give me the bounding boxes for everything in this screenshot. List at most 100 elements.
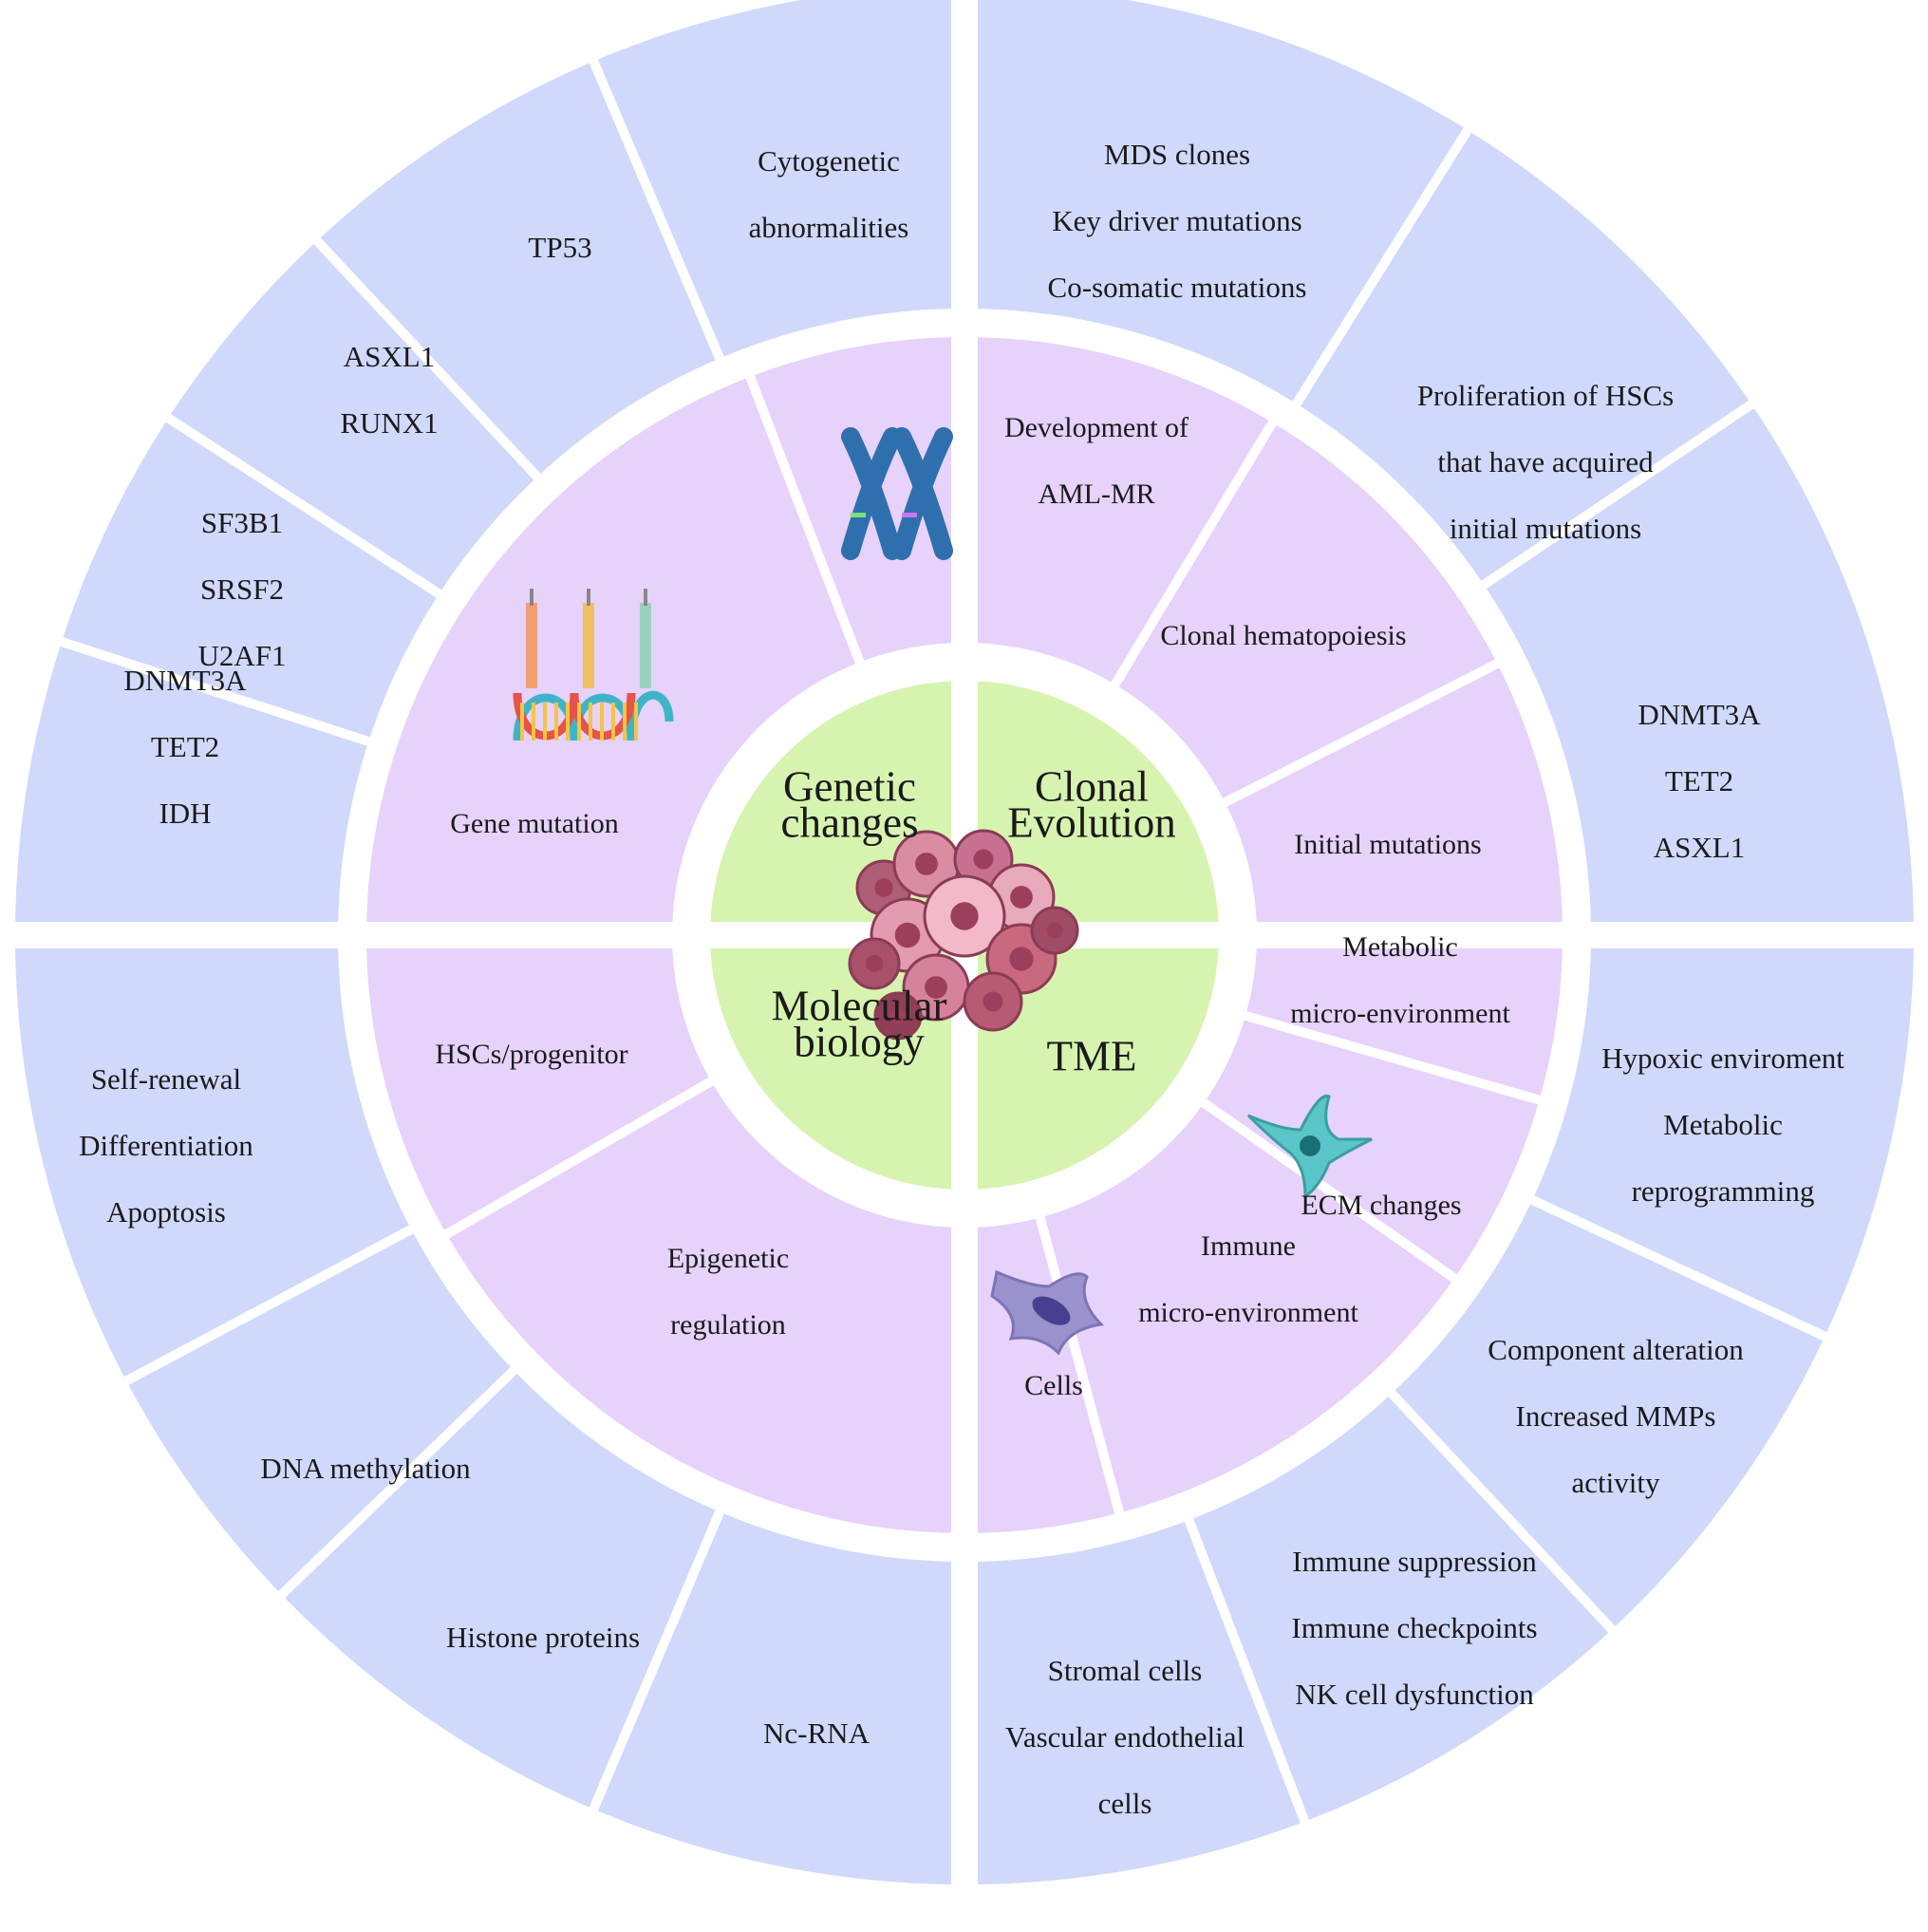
outer-label-line: that have acquired bbox=[1437, 445, 1654, 478]
middle-label: Development of AML-MR bbox=[1004, 412, 1189, 510]
outer-label-line: RUNX1 bbox=[340, 406, 438, 440]
fibroblast-icon bbox=[1246, 1094, 1373, 1199]
core-label-line: TME bbox=[1047, 1032, 1137, 1079]
outer-segment bbox=[1484, 403, 1914, 935]
outer-label-line: DNA methylation bbox=[260, 1452, 471, 1485]
segment-divider bbox=[1035, 1214, 1125, 1516]
outer-label-line: initial mutations bbox=[1450, 512, 1641, 545]
outer-label-line: TET2 bbox=[151, 730, 219, 763]
middle-label-line: regulation bbox=[670, 1309, 786, 1341]
core-label-line: Molecular bbox=[772, 982, 947, 1029]
outer-label-line: Co-somatic mutations bbox=[1048, 271, 1307, 304]
middle-label-line: Gene mutation bbox=[450, 808, 618, 839]
middle-label: Cells bbox=[1024, 1370, 1083, 1401]
middle-segment bbox=[1245, 935, 1563, 1100]
segment-divider bbox=[310, 234, 542, 482]
middle-label-line: Development of bbox=[1004, 412, 1189, 443]
middle-segment bbox=[1039, 1102, 1455, 1513]
core-label-line: Evolution bbox=[1007, 798, 1176, 846]
outer-label-line: TET2 bbox=[1665, 764, 1733, 797]
outer-label: TP53 bbox=[528, 231, 591, 264]
outer-label-line: NK cell dysfunction bbox=[1295, 1678, 1534, 1711]
middle-label: Metabolic micro-environment bbox=[1290, 931, 1510, 1029]
segment-divider bbox=[1387, 1388, 1619, 1636]
middle-segment bbox=[446, 1081, 964, 1533]
outer-label-line: cells bbox=[1098, 1787, 1152, 1820]
segment-divider bbox=[442, 1076, 716, 1240]
outer-label-line: Proliferation of HSCs bbox=[1417, 379, 1674, 412]
outer-label-line: Component alteration bbox=[1488, 1333, 1744, 1366]
middle-label-line: ECM changes bbox=[1301, 1190, 1461, 1221]
outer-label-line: SF3B1 bbox=[201, 506, 283, 539]
outer-segment bbox=[126, 1229, 515, 1595]
icons bbox=[513, 427, 1373, 1356]
segment-divider bbox=[744, 373, 866, 666]
outer-label-line: Immune suppression bbox=[1292, 1545, 1537, 1578]
outer-label-line: Key driver mutations bbox=[1052, 204, 1301, 237]
middle-label-line: micro-environment bbox=[1290, 998, 1510, 1029]
middle-label: Clonal hematopoiesis bbox=[1160, 620, 1406, 651]
tumor-cell-cluster-icon bbox=[848, 829, 1079, 1041]
outer-label-line: Differentiation bbox=[79, 1129, 253, 1162]
middle-segment bbox=[366, 935, 712, 1234]
outer-segment bbox=[1392, 1199, 1825, 1630]
middle-segment bbox=[366, 376, 860, 935]
middle-label-line: Clonal hematopoiesis bbox=[1160, 620, 1406, 651]
outer-label-line: MDS clones bbox=[1104, 138, 1250, 171]
middle-segment bbox=[1225, 663, 1563, 935]
middle-label-line: micro-environment bbox=[1138, 1297, 1358, 1328]
cell-icon bbox=[990, 1269, 1105, 1356]
outer-segment bbox=[168, 240, 537, 594]
segment-divider bbox=[1199, 1097, 1459, 1284]
middle-label-line: Metabolic bbox=[1342, 931, 1458, 963]
outer-segment bbox=[317, 61, 721, 478]
segment-divider bbox=[56, 635, 372, 747]
dna-syringe-icon bbox=[513, 589, 674, 741]
segment-divider bbox=[1479, 398, 1758, 591]
middle-ring bbox=[366, 337, 1563, 1533]
middle-label: HSCs/progenitor bbox=[435, 1039, 627, 1070]
outer-label-line: reprogramming bbox=[1632, 1174, 1815, 1208]
segment-divider bbox=[1221, 658, 1502, 808]
outer-label-line: DNMT3A bbox=[1638, 698, 1761, 731]
segment-divider bbox=[1528, 1194, 1831, 1342]
middle-label-line: Cells bbox=[1024, 1370, 1083, 1401]
segment-divider bbox=[162, 411, 443, 599]
middle-segment bbox=[964, 337, 1273, 685]
middle-label-line: Epigenetic bbox=[667, 1243, 789, 1274]
middle-label-line: AML-MR bbox=[1038, 478, 1154, 510]
core-quadrant bbox=[964, 935, 1219, 1190]
core-label-line: Genetic bbox=[783, 762, 916, 810]
outer-label-line: Metabolic bbox=[1663, 1108, 1783, 1141]
core-label: TME bbox=[1047, 1032, 1137, 1079]
outer-segment bbox=[593, 1511, 964, 1885]
middle-segment bbox=[1204, 1015, 1540, 1279]
chromosome-icon bbox=[892, 427, 953, 560]
outer-segment bbox=[1532, 935, 1914, 1337]
chromosome-icon bbox=[841, 427, 902, 560]
outer-segment bbox=[281, 1370, 721, 1810]
outer-label-line: Vascular endothelial bbox=[1005, 1720, 1245, 1754]
outer-segment bbox=[15, 935, 412, 1381]
outer-label: Proliferation of HSCs that have acquired i… bbox=[1417, 379, 1674, 545]
outer-label-line: Histone proteins bbox=[446, 1621, 640, 1654]
outer-label-line: U2AF1 bbox=[197, 639, 286, 672]
outer-label: Histone proteins bbox=[446, 1621, 640, 1654]
outer-label-line: Hypoxic enviroment bbox=[1601, 1041, 1844, 1075]
outer-label-line: abnormalities bbox=[749, 211, 909, 244]
segment-divider bbox=[1110, 418, 1278, 689]
outer-ring bbox=[15, 0, 1914, 1885]
outer-label-line: TP53 bbox=[528, 231, 591, 264]
middle-label: Gene mutation bbox=[450, 808, 618, 839]
middle-label: Epigenetic regulation bbox=[667, 1243, 789, 1341]
